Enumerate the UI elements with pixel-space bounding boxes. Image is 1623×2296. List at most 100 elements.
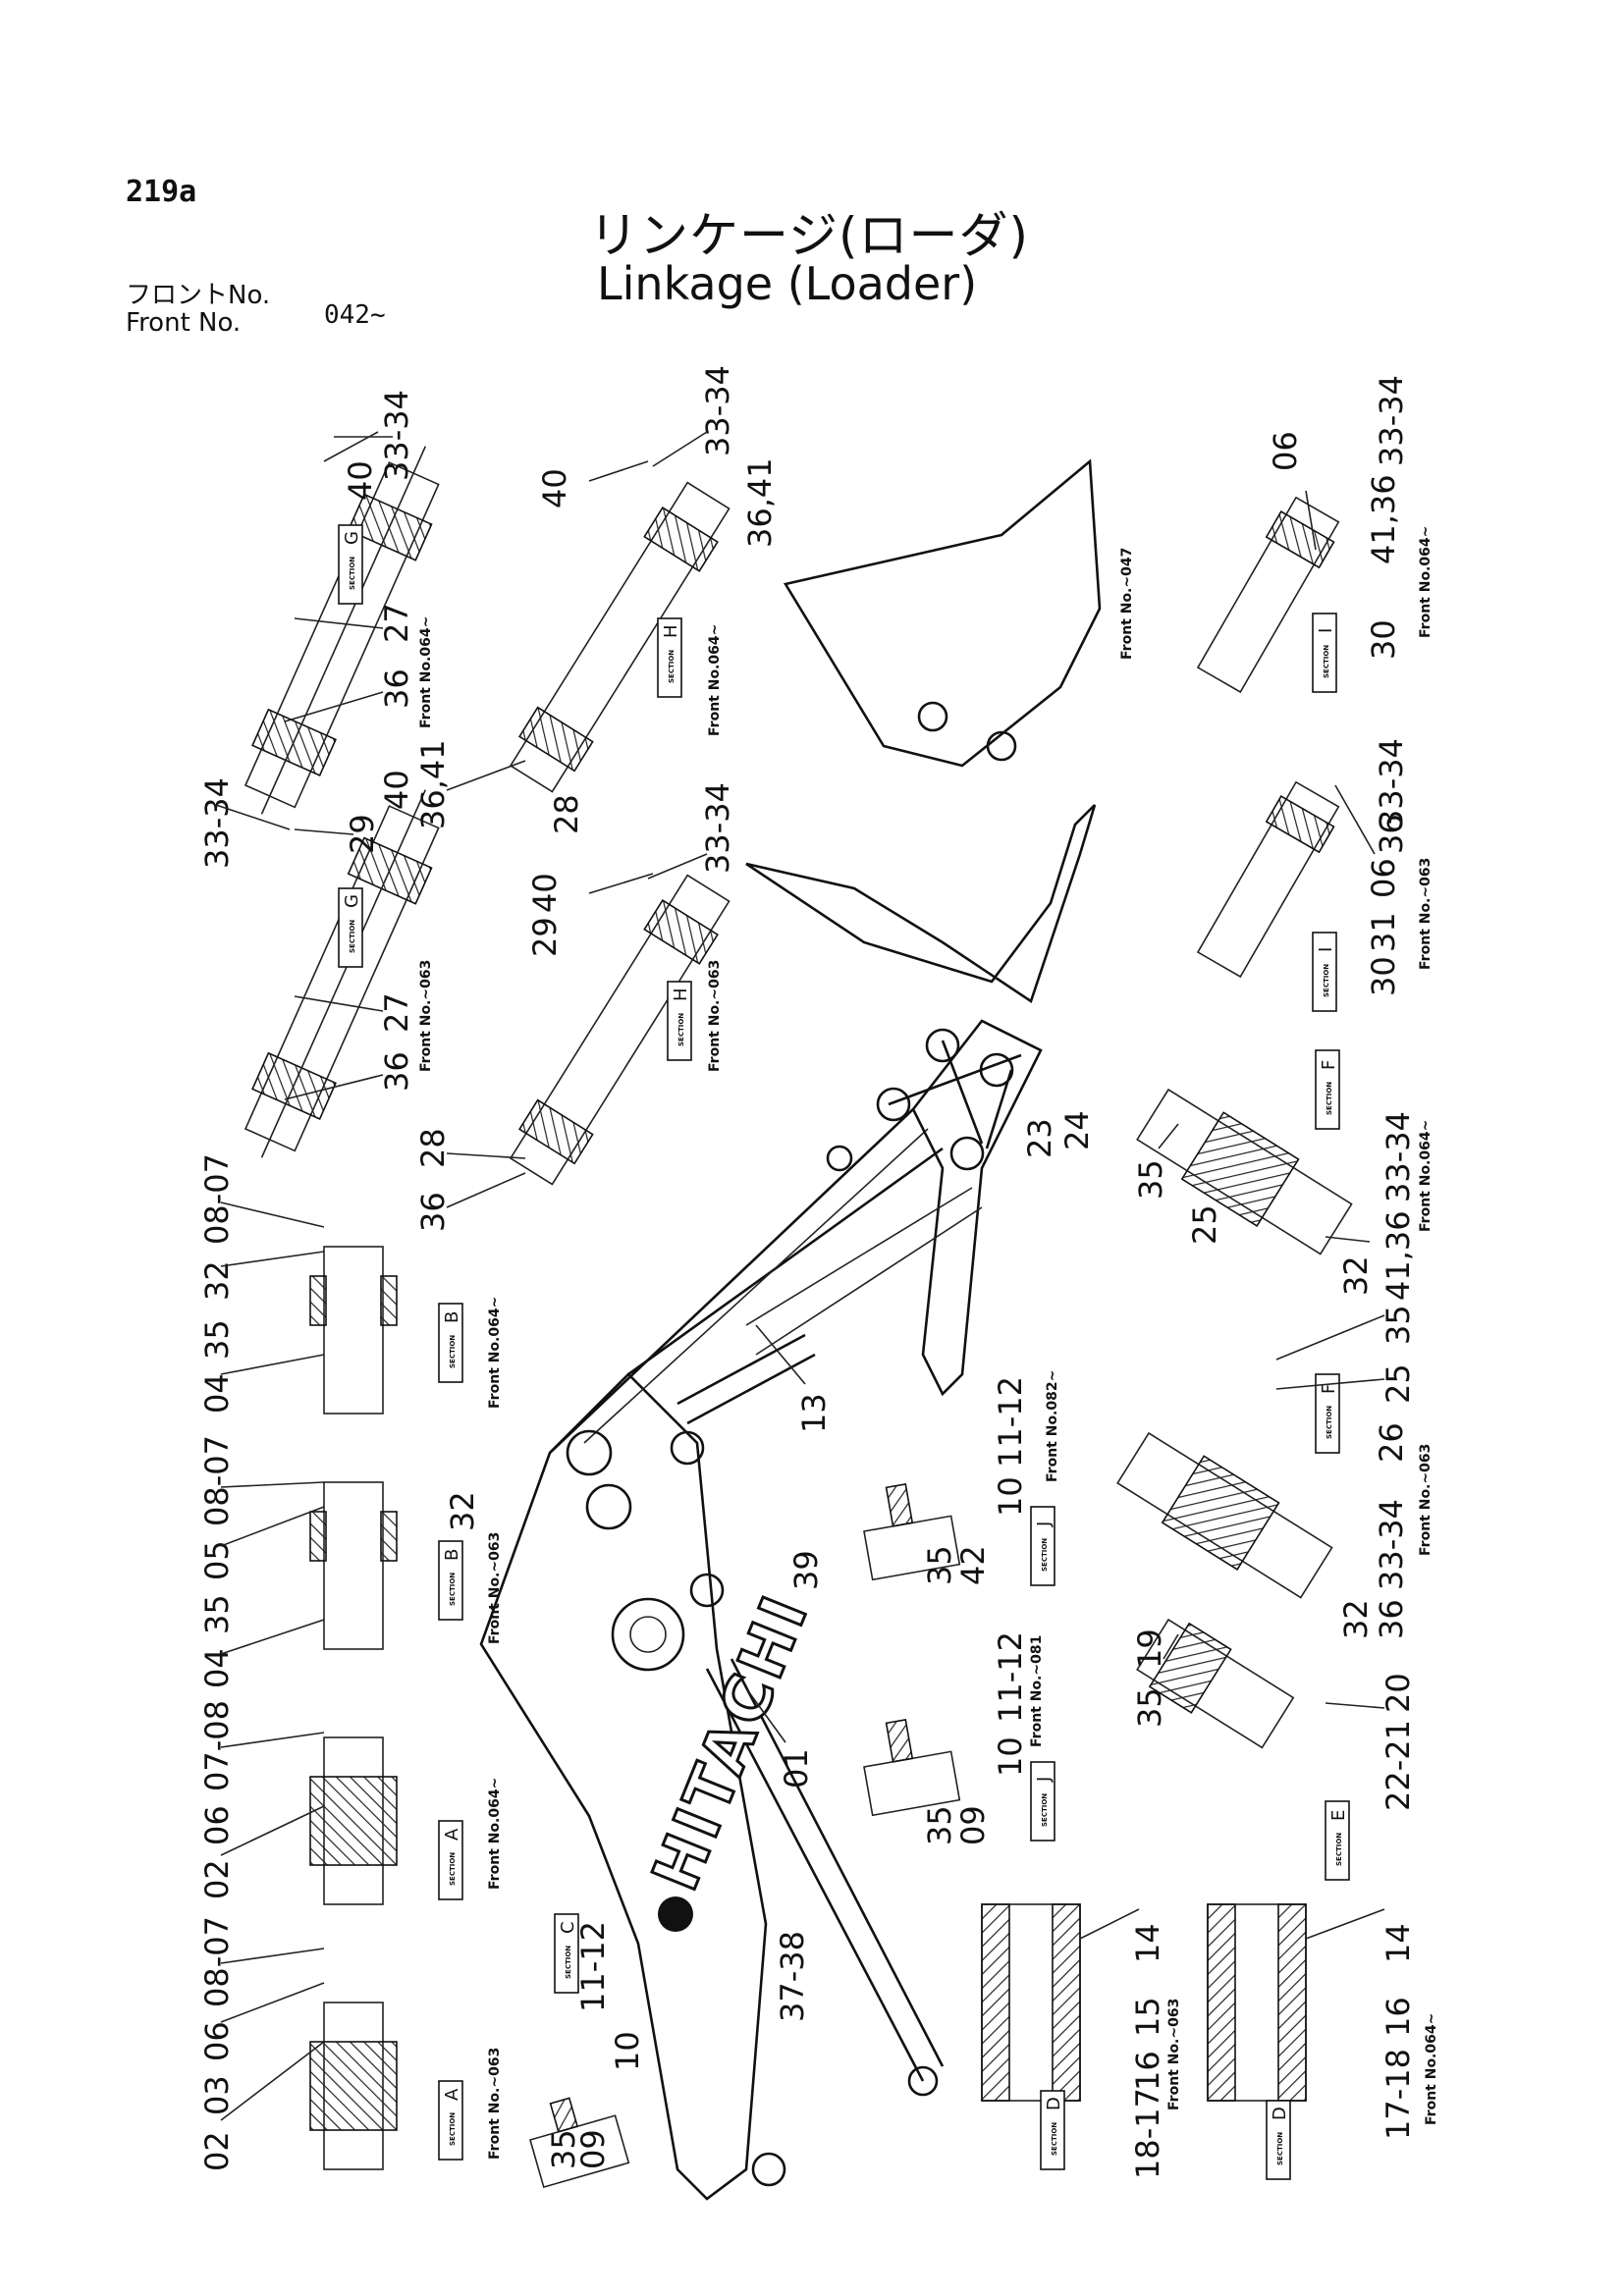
callout-h063-33-34: 33-34: [699, 782, 736, 874]
svg-text:G: G: [342, 531, 362, 545]
callout-f064-33-34: 33-34: [1380, 1111, 1417, 1202]
svg-text:H: H: [661, 624, 681, 638]
callout-g064-33-34: 33-34: [378, 390, 415, 481]
callout-i063-36: 36: [1373, 814, 1410, 854]
callout-i063-31: 31: [1365, 912, 1402, 952]
callout-f063-26: 26: [1373, 1422, 1410, 1463]
callout-h064-36-41-bottom: 36,41: [414, 739, 452, 829]
callout-b063-05: 05: [198, 1540, 236, 1580]
svg-text:G: G: [342, 894, 362, 908]
callout-b064-32: 32: [198, 1260, 236, 1301]
callout-b064-35: 35: [198, 1319, 236, 1360]
svg-text:D: D: [1270, 2107, 1290, 2120]
callout-j082-35: 35: [921, 1545, 958, 1585]
callout-d063-14: 14: [1129, 1923, 1166, 1963]
front-label-japanese: フロントNo.: [126, 281, 271, 310]
section-boxes: SECTION G SECTION G SECTION H SECTION H …: [338, 524, 1350, 2180]
callout-e-19: 19: [1131, 1629, 1168, 1669]
callout-i064-30: 30: [1365, 619, 1402, 660]
callout-f064-35: 35: [1132, 1159, 1169, 1200]
callout-b063-35: 35: [198, 1594, 236, 1634]
callout-d063-15: 15: [1129, 1997, 1166, 2037]
front-note-a-063: Front No.~063: [487, 2048, 503, 2160]
svg-text:E: E: [1328, 1810, 1349, 1821]
svg-text:SECTION: SECTION: [1335, 1833, 1343, 1866]
section-box-f-063: SECTION F: [1315, 1373, 1340, 1454]
callout-j082-10: 10: [992, 1476, 1029, 1517]
svg-text:J: J: [1034, 1777, 1055, 1783]
callout-h063-29: 29: [526, 917, 564, 957]
callout-h063-40: 40: [526, 873, 564, 913]
front-note-i-063: Front No.~063: [1418, 858, 1434, 970]
callout-e-22-21: 22-21: [1380, 1720, 1417, 1811]
arm-body: [911, 1019, 1043, 1397]
callout-f063-33-34: 33-34: [1373, 1499, 1410, 1590]
callout-g063-33-34: 33-34: [198, 777, 236, 869]
svg-text:J: J: [1034, 1522, 1055, 1527]
svg-text:SECTION: SECTION: [668, 650, 676, 683]
callout-i063-33-34: 33-34: [1373, 738, 1410, 829]
callout-main-37-38: 37-38: [774, 1931, 811, 2022]
page-number: 219a: [126, 175, 197, 209]
section-box-d-063: SECTION D: [1040, 2090, 1065, 2170]
front-note-j-082: Front No.082~: [1045, 1370, 1060, 1482]
callout-d063-18-17: 18-17: [1129, 2088, 1166, 2179]
section-box-b-063: SECTION B: [438, 1540, 463, 1621]
callout-main-13: 13: [795, 1393, 833, 1433]
section-box-c: SECTION C: [554, 1913, 579, 1994]
callout-d063-16: 16: [1129, 2051, 1166, 2091]
svg-text:SECTION: SECTION: [1323, 964, 1330, 997]
section-box-j-082: SECTION J: [1030, 1506, 1055, 1586]
callout-j082-42: 42: [954, 1545, 992, 1585]
svg-text:SECTION: SECTION: [349, 920, 356, 953]
callout-h064-36-41-top: 36,41: [741, 457, 779, 548]
callout-j082-11-12: 11-12: [992, 1376, 1029, 1468]
callout-f063-25: 25: [1380, 1363, 1417, 1404]
front-note-f-064: Front No.064~: [1418, 1120, 1434, 1232]
callout-c-35: 35: [545, 2129, 582, 2169]
callout-d064-16: 16: [1380, 1997, 1417, 2037]
svg-text:F: F: [1319, 1384, 1339, 1394]
leader-lines: [215, 431, 1385, 2121]
svg-text:SECTION: SECTION: [1041, 1793, 1049, 1827]
hitachi-logo: HITACHI: [639, 1583, 824, 1900]
section-box-b-064: SECTION B: [438, 1303, 463, 1383]
callout-f064-25: 25: [1186, 1204, 1223, 1245]
front-note-d-064: Front No.064~: [1424, 2013, 1439, 2125]
front-note-h-063: Front No.~063: [707, 960, 723, 1072]
section-box-h-064: SECTION H: [657, 617, 682, 698]
front-note-b-064: Front No.064~: [487, 1297, 503, 1409]
front-note-i-064: Front No.064~: [1418, 526, 1434, 638]
svg-text:SECTION: SECTION: [449, 1573, 457, 1606]
front-note-b-063: Front No.~063: [487, 1532, 503, 1644]
callout-b063-32: 32: [444, 1491, 481, 1531]
svg-text:C: C: [558, 1921, 578, 1934]
svg-text:A: A: [442, 2088, 462, 2101]
callout-h064-28: 28: [548, 794, 585, 834]
front-range: 042~: [324, 300, 386, 330]
svg-text:SECTION: SECTION: [1041, 1538, 1049, 1572]
section-box-i-063: SECTION I: [1312, 932, 1337, 1012]
section-drawings: [243, 446, 1353, 2189]
callout-h063-36: 36: [414, 1192, 452, 1232]
callout-f064-32: 32: [1337, 1255, 1375, 1296]
svg-text:SECTION: SECTION: [449, 1335, 457, 1368]
callout-e-35: 35: [1131, 1687, 1168, 1728]
svg-text:I: I: [1316, 947, 1336, 952]
svg-text:I: I: [1316, 628, 1336, 633]
svg-text:SECTION: SECTION: [1325, 1082, 1333, 1115]
title-english: Linkage (Loader): [597, 257, 978, 310]
svg-text:F: F: [1319, 1060, 1339, 1070]
svg-text:B: B: [442, 1549, 462, 1561]
front-note-j-081: Front No.~081: [1029, 1635, 1045, 1747]
svg-text:SECTION: SECTION: [449, 1852, 457, 1886]
svg-text:SECTION: SECTION: [1325, 1406, 1333, 1439]
callout-a063-03: 03: [198, 2075, 236, 2115]
callout-i064-06: 06: [1267, 431, 1304, 471]
section-box-a-063: SECTION A: [438, 2080, 463, 2161]
boom-body: [479, 1372, 768, 2201]
callout-e-20: 20: [1380, 1673, 1417, 1713]
callout-b063-04: 04: [198, 1648, 236, 1688]
hitachi-logo-mark: [658, 1896, 693, 1932]
